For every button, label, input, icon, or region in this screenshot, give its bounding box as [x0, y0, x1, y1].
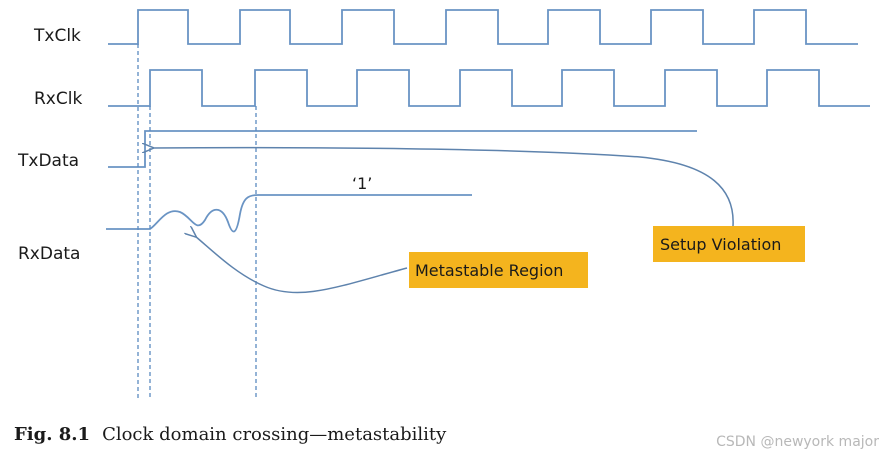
metastable-region-label: Metastable Region — [415, 261, 563, 280]
setup-violation-callout-box — [653, 226, 805, 262]
metastable-region-callout-box — [409, 252, 588, 288]
figure-caption: Fig. 8.1 Clock domain crossing—metastabil… — [14, 424, 446, 445]
rxdata-label: RxData — [18, 244, 80, 264]
setup-violation-label: Setup Violation — [660, 235, 781, 254]
caption-text: Clock domain crossing—metastability — [102, 424, 447, 445]
txclk-waveform — [108, 9, 858, 45]
txdata-label: TxData — [17, 151, 79, 171]
figure-number: Fig. 8.1 — [14, 424, 91, 445]
setup-violation-arrow — [152, 148, 734, 227]
rxdata-value-label: ‘1’ — [352, 174, 372, 193]
rxdata-waveform — [106, 194, 472, 233]
txclk-label: TxClk — [33, 26, 81, 46]
watermark: CSDN @newyork major — [716, 434, 879, 450]
rxclk-waveform — [108, 69, 870, 107]
timing-diagram: TxClk RxClk TxData RxData ‘1’ Setup Viol… — [17, 9, 870, 398]
rxclk-label: RxClk — [34, 89, 82, 109]
metastable-region-arrow — [195, 236, 408, 294]
